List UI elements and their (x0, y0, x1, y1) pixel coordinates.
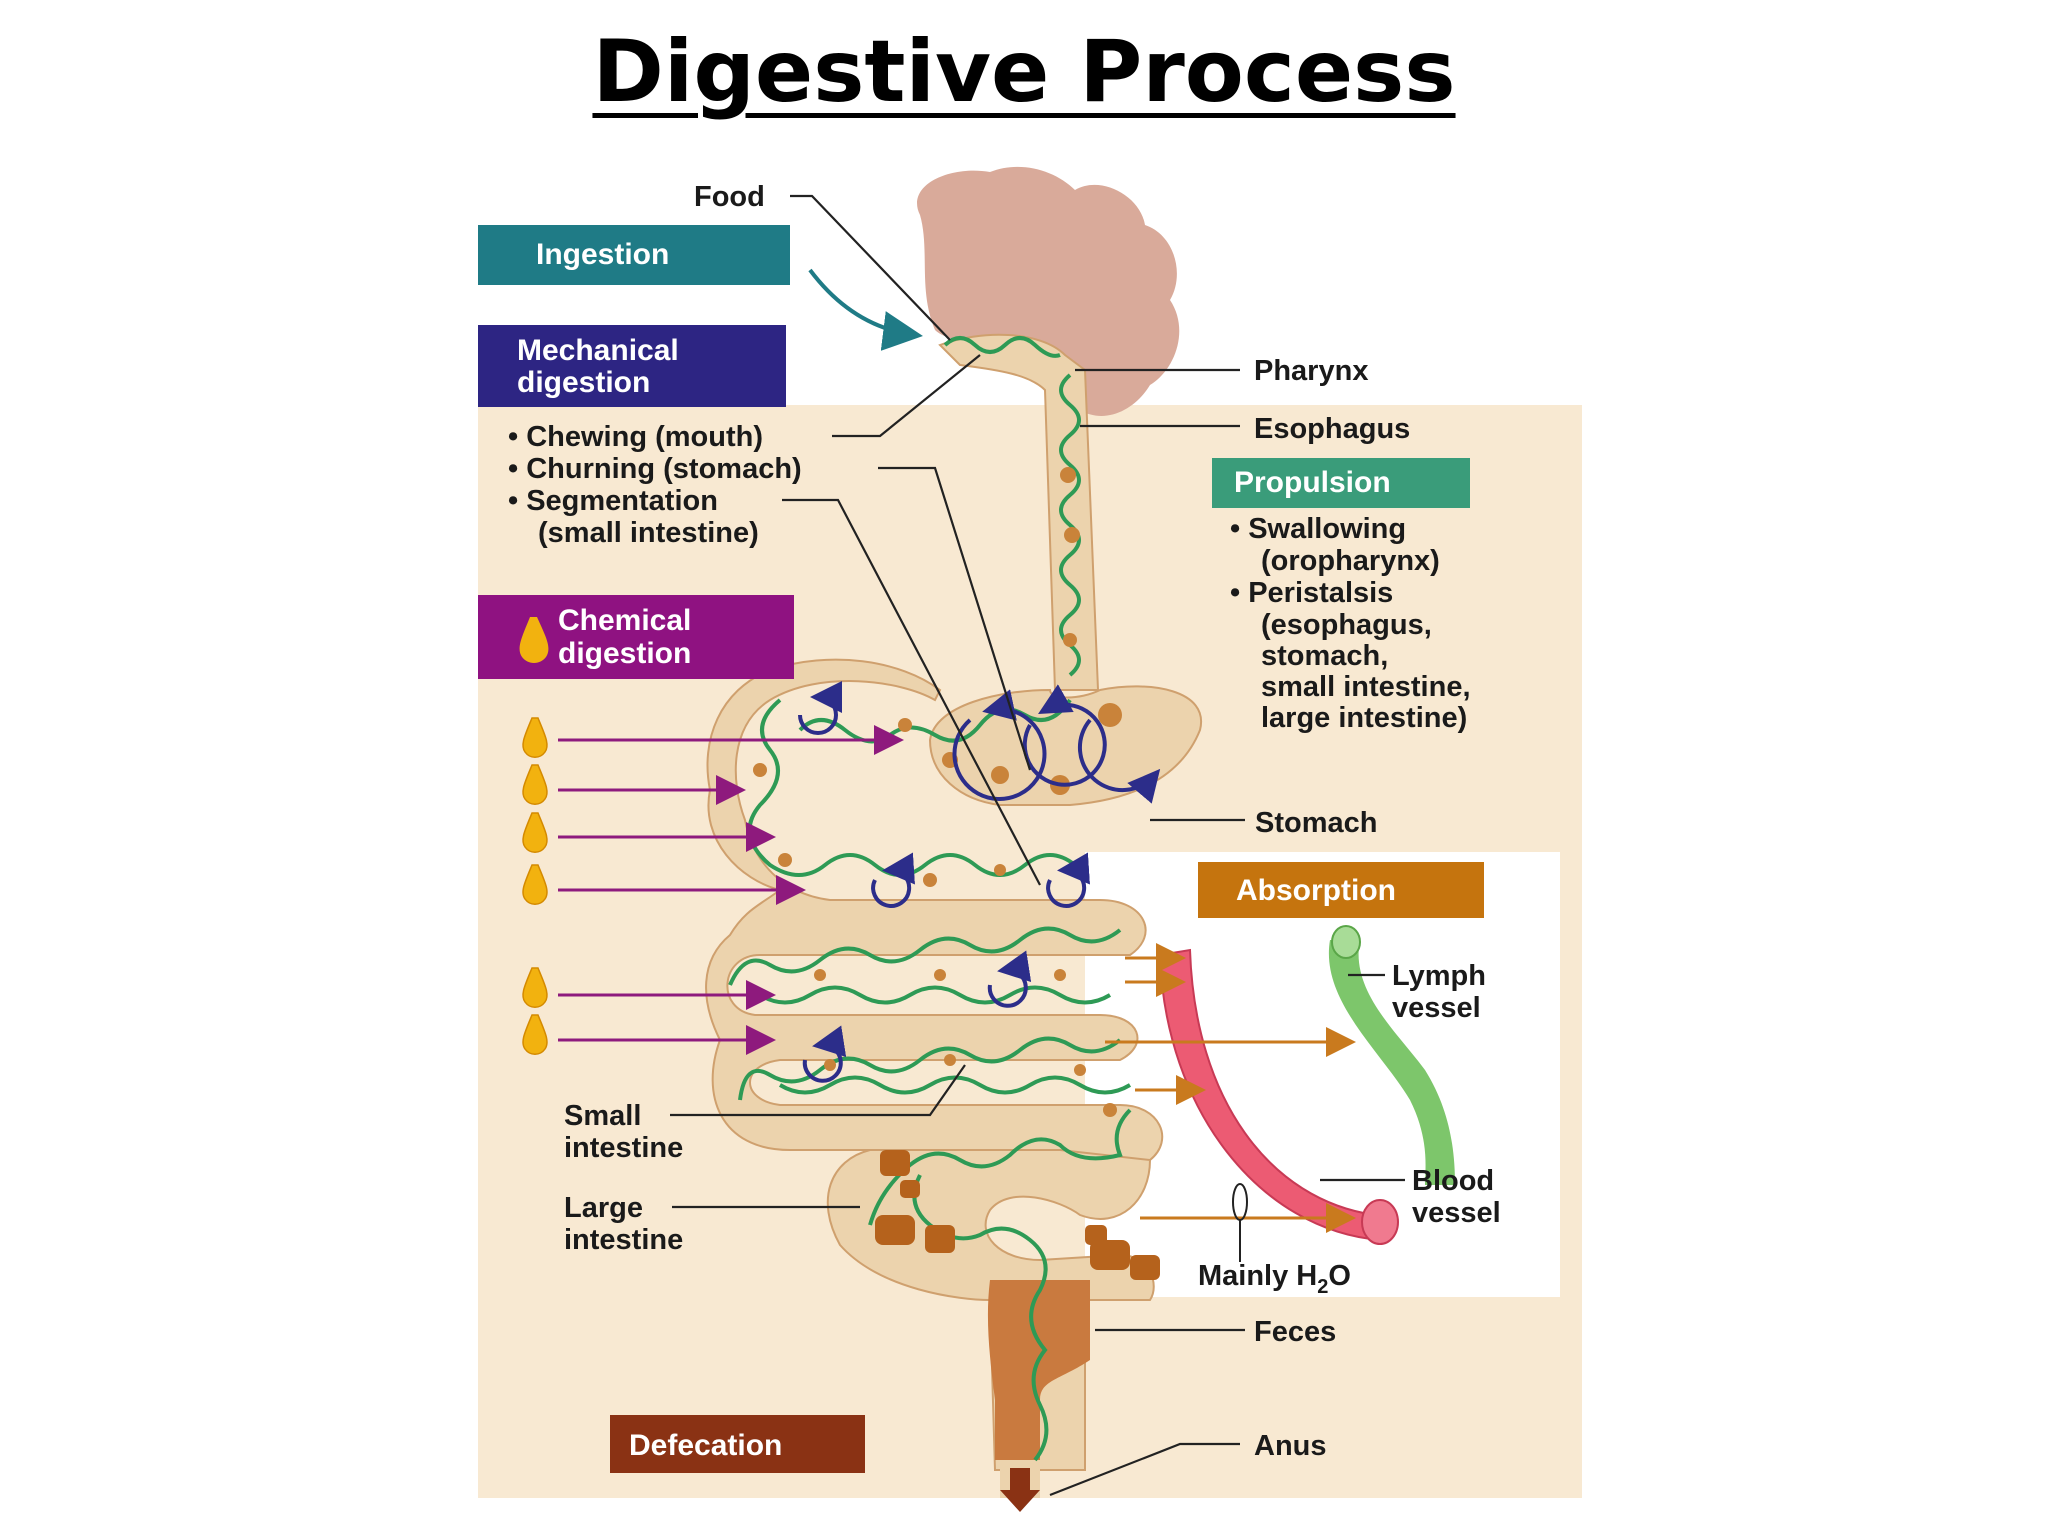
lymph-vessel (1328, 940, 1455, 1185)
propulsion-item-peristalsis-note3: small intestine, (1261, 671, 1471, 703)
mechanical-box (478, 325, 786, 407)
water-o: O (1328, 1260, 1351, 1292)
propulsion-item-peristalsis: • Peristalsis (1230, 577, 1393, 609)
enzyme-drops (522, 717, 548, 1055)
chemical-label-line1: Chemical (558, 604, 691, 637)
large-intestine-label-line1: Large (564, 1192, 643, 1224)
food-label: Food (694, 181, 765, 213)
blood-vessel-label-line1: Blood (1412, 1165, 1494, 1197)
enzyme-drop-icon (522, 812, 548, 853)
blood-vessel-label-line2: vessel (1412, 1197, 1501, 1229)
defecation-box (610, 1415, 865, 1473)
ingestion-label: Ingestion (536, 238, 669, 271)
anus-label: Anus (1254, 1430, 1327, 1462)
ingestion-arrow (808, 268, 923, 351)
absorption-arrows (1105, 943, 1356, 1233)
mechanical-item-segmentation: • Segmentation (508, 485, 718, 517)
water-subscript: 2 (1317, 1276, 1328, 1298)
rectum-feces (987, 1280, 1090, 1460)
propulsion-label: Propulsion (1234, 466, 1391, 499)
page-title: Digestive Process (0, 22, 2048, 122)
esophagus (938, 333, 1100, 691)
propulsion-item-peristalsis-note1: (esophagus, (1261, 609, 1432, 641)
lymph-vessel-label-line2: vessel (1392, 992, 1481, 1024)
head-silhouette (917, 166, 1180, 430)
esophagus-label: Esophagus (1254, 413, 1410, 445)
absorption-label: Absorption (1236, 874, 1396, 907)
chemical-label-line2: digestion (558, 637, 691, 670)
exit-arrow (1000, 1468, 1040, 1512)
mechanical-item-churning: • Churning (stomach) (508, 453, 802, 485)
propulsion-box (1212, 458, 1470, 508)
propulsion-item-peristalsis-note2: stomach, (1261, 640, 1388, 672)
enzyme-drop-icon (522, 1014, 548, 1055)
propulsion-item-peristalsis-note4: large intestine) (1261, 702, 1467, 734)
small-intestine-label-line1: Small (564, 1100, 641, 1132)
chemical-drop-icon (519, 617, 549, 663)
propulsion-item-swallowing: • Swallowing (1230, 513, 1406, 545)
mainly-water-label: Mainly H2O (1198, 1260, 1351, 1298)
small-intestine-label-line2: intestine (564, 1132, 683, 1164)
enzyme-drop-icon (522, 864, 548, 905)
defecation-label: Defecation (629, 1429, 782, 1462)
leader-lines (670, 194, 1405, 1497)
propulsion-item-swallowing-note: (oropharynx) (1261, 545, 1440, 577)
pharynx-label: Pharynx (1254, 355, 1368, 387)
stomach-label: Stomach (1255, 807, 1377, 839)
mechanical-label-line1: Mechanical (517, 334, 679, 367)
enzyme-drop-icon (522, 717, 548, 758)
mechanical-item-chewing: • Chewing (mouth) (508, 421, 763, 453)
mainly-water-text: Mainly H (1198, 1260, 1317, 1292)
mechanical-item-segmentation-note: (small intestine) (538, 517, 759, 549)
absorption-box (1198, 862, 1484, 918)
lymph-vessel-end (1331, 925, 1361, 959)
feces-label: Feces (1254, 1316, 1336, 1348)
page-title-text: Digestive Process (592, 22, 1456, 122)
lymph-vessel-label-line1: Lymph (1392, 960, 1486, 992)
absorption-panel (1085, 852, 1560, 1297)
enzyme-drop-icon (522, 967, 548, 1008)
enzyme-drop-icon (522, 764, 548, 805)
enzyme-arrows (558, 725, 904, 1055)
feces-lumps (875, 1150, 1160, 1280)
mechanical-label-line2: digestion (517, 366, 650, 399)
large-intestine-label-line2: intestine (564, 1224, 683, 1256)
blood-vessel-end (1361, 1199, 1399, 1245)
ingestion-box (478, 225, 790, 285)
